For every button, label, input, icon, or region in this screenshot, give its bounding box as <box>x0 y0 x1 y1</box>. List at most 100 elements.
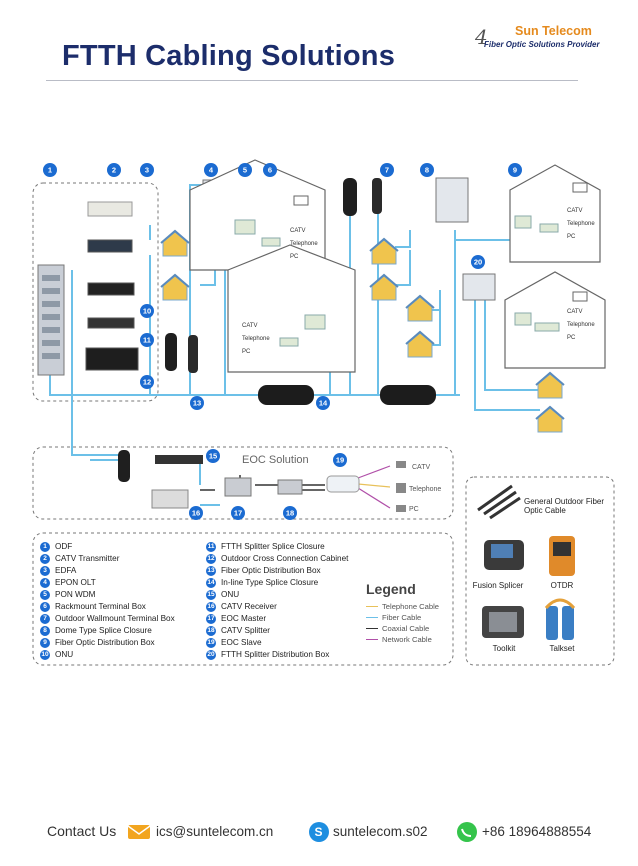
cable-legend-item: Coaxial Cable <box>366 623 466 634</box>
catv-transmitter <box>87 201 133 217</box>
contact-skype-text[interactable]: suntelecom.s02 <box>333 823 428 839</box>
tool-icons <box>477 484 576 640</box>
house3-label-catv: CATV <box>567 208 583 214</box>
skype-icon <box>309 822 329 842</box>
svg-text:S: S <box>315 825 323 839</box>
talkset-icon-a <box>546 606 558 640</box>
svg-text:3: 3 <box>145 166 149 175</box>
svg-text:9: 9 <box>513 166 517 175</box>
label-fusion-splicer: Fusion Splicer <box>472 581 524 590</box>
contact-email[interactable]: ics@suntelecom.cn <box>156 820 273 842</box>
label-toolkit: Toolkit <box>492 644 516 653</box>
svg-text:11: 11 <box>143 336 151 345</box>
svg-text:19: 19 <box>336 456 344 465</box>
cable-swatch <box>366 627 378 630</box>
legend-number: 3 <box>40 566 50 576</box>
legend-number: 7 <box>40 614 50 624</box>
eoc-onu <box>155 455 203 464</box>
ftth-splitter-closure-b <box>372 178 382 214</box>
building-outlines <box>189 159 606 373</box>
cable-legend-item: Fiber Cable <box>366 612 466 623</box>
legend-number: 4 <box>40 578 50 588</box>
legend-number: 10 <box>40 650 50 660</box>
contact-skype[interactable]: suntelecom.s02 <box>333 820 428 842</box>
legend-item-3: 3 EDFA <box>40 565 175 577</box>
legend-number: 16 <box>206 602 216 612</box>
cable-swatch <box>366 616 378 619</box>
label-talkset: Talkset <box>549 644 575 653</box>
callout-18: 18 <box>283 506 297 520</box>
cable-legend-label: Fiber Cable <box>382 613 422 622</box>
legend-label: CATV Receiver <box>221 602 277 611</box>
callout-17: 17 <box>231 506 245 520</box>
legend-number: 11 <box>206 542 216 552</box>
contact-label: Contact Us <box>47 820 116 842</box>
legend-label: EOC Slave <box>221 638 262 647</box>
callout-13: 13 <box>190 396 204 410</box>
house4-label-catv: CATV <box>567 309 583 315</box>
contact-phone[interactable]: +86 18964888554 <box>482 820 591 842</box>
legend-label: CATV Splitter <box>221 626 270 635</box>
brand-logo: 4 Sun Telecom Fiber Optic Solutions Prov… <box>475 22 625 56</box>
cable-legend-label: Telephone Cable <box>382 602 439 611</box>
eoc-box <box>32 446 454 520</box>
talkset-icon-b <box>562 606 574 640</box>
cable-legend-label: Network Cable <box>382 635 432 644</box>
label-outdoor-cable: General Outdoor Fiber Optic Cable <box>524 497 605 515</box>
cable-legend-title: Legend <box>366 581 416 597</box>
legend-number: 15 <box>206 590 216 600</box>
svg-text:1: 1 <box>48 166 52 175</box>
legend-number: 8 <box>40 626 50 636</box>
callout-20: 20 <box>471 255 485 269</box>
callout-16: 16 <box>189 506 203 520</box>
house2-label-catv: CATV <box>242 323 258 329</box>
svg-text:8: 8 <box>425 166 429 175</box>
legend-number: 9 <box>40 638 50 648</box>
eoc-label-catv: CATV <box>412 464 430 471</box>
small-houses <box>160 229 565 433</box>
legend-label: Dome Type Splice Closure <box>55 626 152 635</box>
svg-text:13: 13 <box>193 399 201 408</box>
eoc-slave <box>326 475 360 493</box>
email-icon <box>128 825 150 839</box>
house4-label-pc: PC <box>567 335 576 341</box>
svg-text:4: 4 <box>209 166 214 175</box>
inline-closure-b <box>380 385 436 405</box>
dome-closure-8b <box>188 335 198 373</box>
eoc-device-labels: CATV Telephone PC <box>409 464 441 513</box>
contact-email-text[interactable]: ics@suntelecom.cn <box>156 823 274 839</box>
brand-name: Sun Telecom <box>515 24 592 38</box>
legend-number: 6 <box>40 602 50 612</box>
legend-number: 14 <box>206 578 216 588</box>
legend-number: 19 <box>206 638 216 648</box>
callout-15: 15 <box>206 449 220 463</box>
label-otdr: OTDR <box>550 581 574 590</box>
house1-label-telephone: Telephone <box>290 241 318 247</box>
legend-item-8: 8 Dome Type Splice Closure <box>40 625 175 637</box>
svg-text:17: 17 <box>234 509 242 518</box>
network-cable-lines <box>357 465 391 509</box>
legend-label: EDFA <box>55 566 77 575</box>
svg-text:6: 6 <box>268 166 272 175</box>
contact-phone-text[interactable]: +86 18964888554 <box>482 823 592 839</box>
cable-swatch <box>366 638 378 641</box>
page-title: FTTH Cabling Solutions <box>62 40 396 72</box>
legend-label: Outdoor Cross Connection Cabinet <box>221 554 349 563</box>
svg-text:7: 7 <box>385 166 389 175</box>
coaxial-cable-lines <box>200 475 325 491</box>
eoc-label-pc: PC <box>409 506 419 513</box>
callout-4: 4 <box>204 163 218 177</box>
svg-text:12: 12 <box>143 378 151 387</box>
svg-text:14: 14 <box>319 399 328 408</box>
